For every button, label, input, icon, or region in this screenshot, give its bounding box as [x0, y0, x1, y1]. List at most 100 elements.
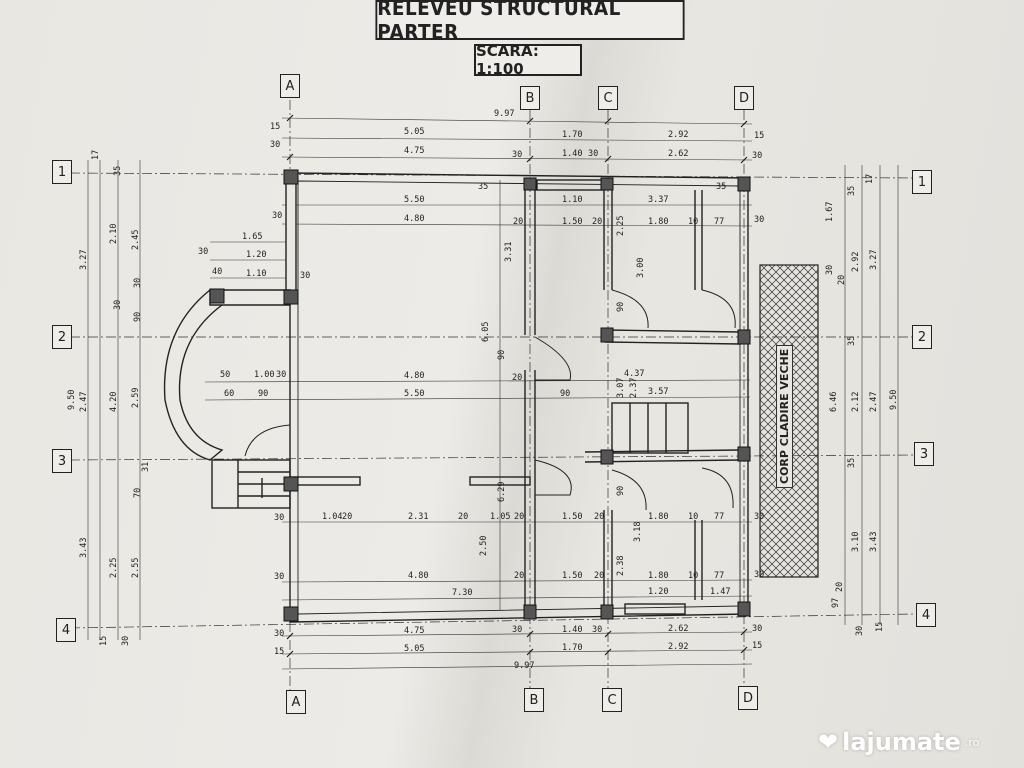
dim-label: 40: [212, 267, 223, 277]
dimension-ticks: [286, 114, 748, 658]
dim-label: 60: [224, 389, 235, 399]
old-building-label: CORP CLADIRE VECHE: [776, 344, 793, 488]
dim-label: 30: [270, 140, 281, 150]
watermark-suffix: .ro: [964, 735, 980, 749]
dim-label: 1.80: [648, 571, 669, 581]
drawing-title: RELEVEU STRUCTURAL PARTER: [375, 0, 685, 44]
dim-label: 20: [458, 512, 469, 522]
dim-label: 90: [258, 389, 269, 399]
dim-label: 2.38: [616, 555, 626, 576]
dim-label: 2.47: [79, 391, 89, 412]
dim-label: 15: [752, 641, 763, 651]
dim-label: 30: [855, 625, 865, 636]
dim-label: 1.50: [562, 217, 583, 227]
dim-label: 1.67: [825, 201, 835, 222]
dim-label: 30: [754, 570, 765, 580]
dim-label: 15: [875, 621, 885, 632]
dim-label: 2.31: [408, 512, 429, 522]
dim-label: 1.40: [562, 149, 583, 159]
dim-label: 3.00: [636, 257, 646, 278]
dim-label: 2.25: [109, 557, 119, 578]
dim-label: 30: [274, 629, 285, 639]
dim-label: 77: [714, 512, 725, 522]
dim-label: 1.04: [322, 512, 343, 522]
dim-label: 20: [594, 512, 605, 522]
dim-bottom-total: 9.97: [514, 661, 535, 671]
dim-top-total: 9.97: [494, 109, 515, 119]
dim-label: 30: [512, 625, 523, 635]
dim-label: 30: [274, 572, 285, 582]
dim-label: 4.80: [404, 371, 425, 381]
dim-label: 30: [272, 211, 283, 221]
dim-label: 6.05: [481, 321, 491, 342]
dim-label: 20: [835, 581, 845, 592]
dim-label: 30: [754, 512, 765, 522]
dim-label: 20: [514, 512, 525, 522]
dimension-lines-top: [204, 117, 753, 670]
dim-label: 50: [220, 370, 231, 380]
dim-label: 10: [688, 512, 699, 522]
dim-label: 3.07: [616, 377, 626, 398]
dim-label: 1.50: [562, 571, 583, 581]
dim-label: 1.40: [562, 625, 583, 635]
dim-label: 3.27: [79, 249, 89, 270]
drawing-scale: SCARA: 1:100: [474, 42, 582, 78]
dim-label: 5.50: [404, 195, 425, 205]
dim-label: 30: [276, 370, 287, 380]
dim-label: 30: [588, 149, 599, 159]
axis-label-4-right: 4: [916, 603, 936, 627]
dim-label: 4.37: [624, 369, 645, 379]
dim-label: 20: [513, 217, 524, 227]
dim-label: 30: [274, 513, 285, 523]
axis-label-3-right: 3: [914, 442, 934, 466]
dim-label: 1.05: [490, 512, 511, 522]
dim-label: 90: [616, 485, 626, 496]
dim-label: 35: [847, 457, 857, 468]
dim-label: 5.05: [404, 127, 425, 137]
dim-label: 10: [688, 217, 699, 227]
axis-label-1-left: 1: [52, 160, 72, 184]
dim-label: 1.80: [648, 217, 669, 227]
dim-label: 30: [825, 264, 835, 275]
dim-label: 17: [91, 149, 101, 160]
dim-left-total: 9.50: [67, 389, 77, 410]
dim-label: 1.20: [246, 250, 267, 260]
dim-label: 3.18: [633, 521, 643, 542]
dim-label: 15: [99, 635, 109, 646]
dim-label: 30: [592, 625, 603, 635]
dim-label: 5.50: [404, 389, 425, 399]
dim-label: 35: [113, 165, 123, 176]
dim-label: 1.65: [242, 232, 263, 242]
structural-columns: [209, 169, 751, 622]
axis-label-c-bottom: C: [602, 688, 622, 712]
dim-label: 15: [754, 131, 765, 141]
dim-label: 3.37: [648, 195, 669, 205]
dim-label: 90: [497, 349, 507, 360]
dim-label: 30: [512, 150, 523, 160]
axis-label-b-top: B: [520, 86, 540, 110]
axis-label-d-bottom: D: [738, 686, 758, 710]
dim-label: 20: [514, 571, 525, 581]
dim-label: 30: [300, 271, 311, 281]
dim-label: 6.29: [497, 481, 507, 502]
dim-label: 5.05: [404, 644, 425, 654]
dim-label: 1.50: [562, 512, 583, 522]
dim-label: 2.45: [131, 229, 141, 250]
dim-label: 1.10: [246, 269, 267, 279]
dim-label: 17: [865, 173, 875, 184]
dim-label: 30: [121, 635, 131, 646]
dim-label: 7.30: [452, 588, 473, 598]
dim-label: 1.20: [648, 587, 669, 597]
dim-label: 3.57: [648, 387, 669, 397]
dim-label: 4.80: [404, 214, 425, 224]
dim-label: 1.47: [710, 587, 731, 597]
dim-label: 35: [478, 182, 489, 192]
dim-label: 3.43: [79, 537, 89, 558]
axis-label-2-right: 2: [912, 325, 932, 349]
dim-label: 2.92: [668, 130, 689, 140]
dimension-lines-side: [87, 160, 899, 640]
axis-label-2-left: 2: [52, 325, 72, 349]
axis-label-c-top: C: [598, 86, 618, 110]
watermark-brand: lajumate: [842, 728, 961, 756]
dim-label: 77: [714, 217, 725, 227]
